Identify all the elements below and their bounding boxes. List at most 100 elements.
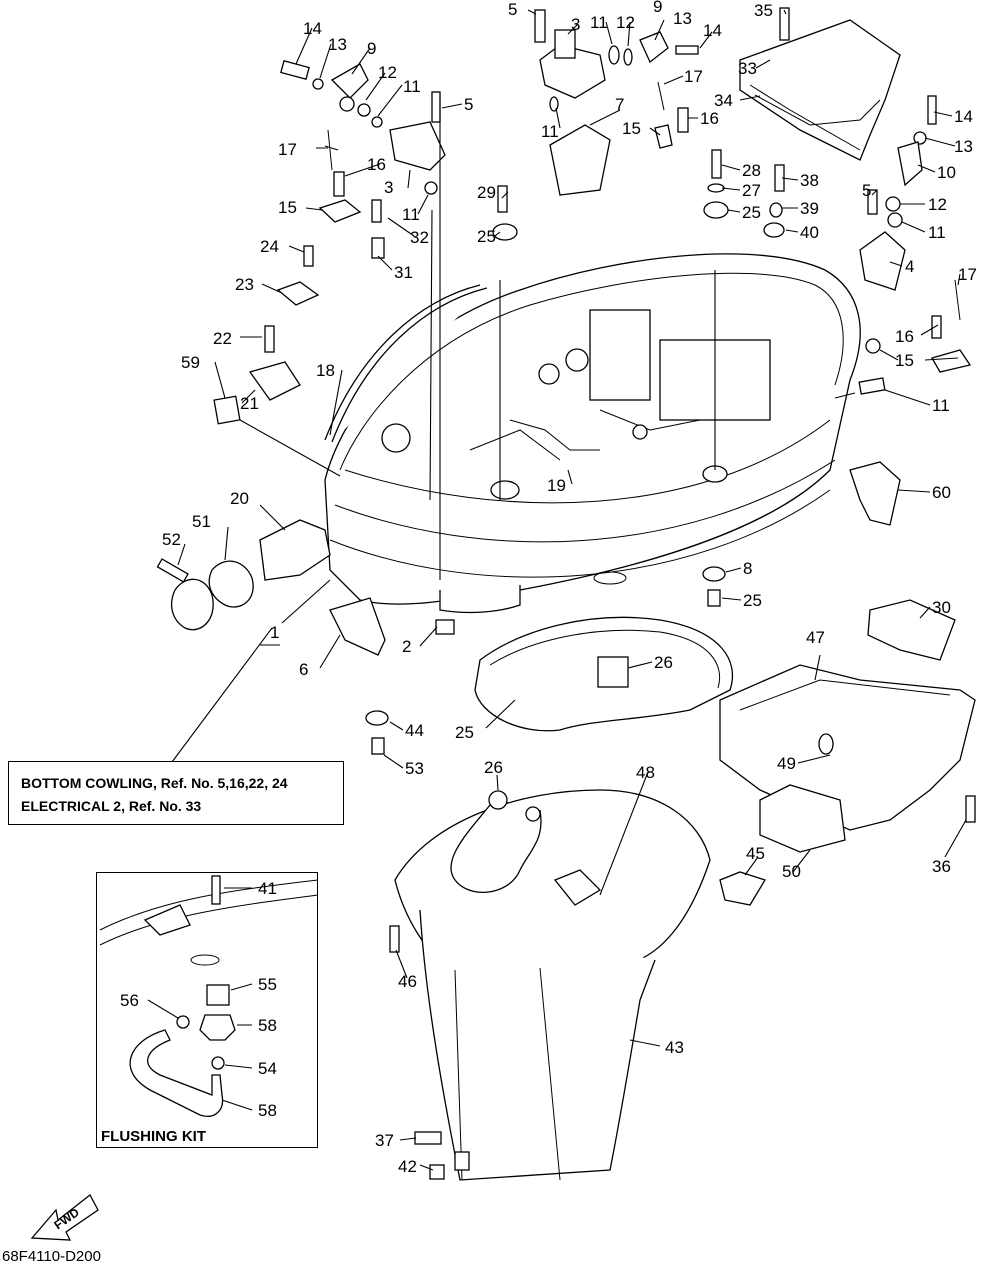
callout: 11 — [928, 223, 946, 242]
flushing-kit-box: FLUSHING KIT — [96, 872, 318, 1148]
callout: 24 — [260, 237, 279, 256]
leader-lines — [171, 9, 967, 1171]
callout: 56 — [120, 991, 139, 1010]
callout: 27 — [742, 181, 761, 200]
callout: 38 — [800, 171, 819, 190]
part-8 — [849, 461, 901, 526]
callout: 35 — [754, 1, 773, 20]
callout: 41 — [258, 879, 277, 898]
callout: 32 — [410, 228, 429, 247]
callout: 5 — [508, 0, 517, 19]
callout-labels: 14 13 9 12 11 5 17 16 3 11 15 32 31 24 2… — [120, 0, 977, 1176]
note-line-1: BOTTOM COWLING, Ref. No. 5,16,22, 24 — [21, 775, 288, 791]
callout: 18 — [316, 361, 335, 380]
callout: 36 — [932, 857, 951, 876]
callout: 12 — [378, 63, 397, 82]
callout: 9 — [653, 0, 662, 16]
callout: 47 — [806, 628, 825, 647]
callout: 17 — [278, 140, 297, 159]
callout: 11 — [590, 13, 608, 32]
callout: 20 — [230, 489, 249, 508]
callout: 4 — [905, 257, 914, 276]
callout: 54 — [258, 1059, 277, 1078]
top-right-parts — [739, 7, 972, 395]
callout: 53 — [405, 759, 424, 778]
callout: 58 — [258, 1016, 277, 1035]
callout: 6 — [299, 660, 308, 679]
callout: 3 — [384, 178, 393, 197]
callout: 34 — [714, 91, 733, 110]
callout: 14 — [703, 21, 722, 40]
callout: 14 — [303, 19, 322, 38]
callout: 25 — [455, 723, 474, 742]
callout: 9 — [367, 39, 376, 58]
fwd-arrow-icon — [30, 1194, 99, 1241]
drawing-code: 68F4110-D200 — [2, 1248, 101, 1265]
callout: 59 — [181, 353, 200, 372]
callout: 17 — [958, 265, 977, 284]
callout: 10 — [937, 163, 956, 182]
callout: 40 — [800, 223, 819, 242]
callout: 31 — [394, 263, 413, 282]
callout: 16 — [367, 155, 386, 174]
callout: 8 — [743, 559, 752, 578]
callout: 13 — [328, 35, 347, 54]
seal-18 — [324, 284, 488, 443]
callout: 13 — [954, 137, 973, 156]
callout: 11 — [541, 122, 559, 141]
callout: 16 — [700, 109, 719, 128]
flushing-kit-parts — [99, 875, 319, 1117]
callout: 60 — [932, 483, 951, 502]
callout: 5 — [464, 95, 473, 114]
callout: 25 — [477, 227, 496, 246]
middle-parts — [365, 566, 734, 755]
note-box: BOTTOM COWLING, Ref. No. 5,16,22, 24 ELE… — [8, 761, 344, 825]
callout: 25 — [743, 591, 762, 610]
callout: 28 — [742, 161, 761, 180]
callout: 58 — [258, 1101, 277, 1120]
callout: 15 — [622, 119, 641, 138]
callout: 44 — [405, 721, 424, 740]
callout: 11 — [402, 205, 420, 224]
callout: 1 — [270, 623, 279, 642]
callout: 37 — [375, 1131, 394, 1150]
callout: 3 — [571, 15, 580, 34]
callout: 39 — [800, 199, 819, 218]
right-parts — [719, 599, 976, 906]
callout: 26 — [484, 758, 503, 777]
callout: 21 — [240, 394, 259, 413]
callout: 42 — [398, 1157, 417, 1176]
callout: 14 — [954, 107, 973, 126]
callout: 26 — [654, 653, 673, 672]
callout: 33 — [738, 59, 757, 78]
callout: 2 — [402, 637, 411, 656]
callout: 52 — [162, 530, 181, 549]
callout: 50 — [782, 862, 801, 881]
callout: 15 — [278, 198, 297, 217]
callout: 16 — [895, 327, 914, 346]
left-side-parts — [156, 519, 455, 656]
callout: 7 — [615, 95, 624, 114]
top-center-parts — [492, 9, 729, 241]
callout: 13 — [673, 9, 692, 28]
callout: 30 — [932, 598, 951, 617]
upper-casing-37 — [389, 789, 711, 1181]
callout: 48 — [636, 763, 655, 782]
callout: 19 — [547, 476, 566, 495]
flushing-kit-title: FLUSHING KIT — [101, 1128, 206, 1145]
callout: 5 — [862, 181, 871, 200]
callout: 12 — [928, 195, 947, 214]
callout: 49 — [777, 754, 796, 773]
callout: 55 — [258, 975, 277, 994]
callout: 23 — [235, 275, 254, 294]
callout: 11 — [403, 77, 421, 96]
callout: 12 — [616, 13, 635, 32]
top-left-parts — [213, 60, 446, 425]
callout: 15 — [895, 351, 914, 370]
callout: 43 — [665, 1038, 684, 1057]
note-line-2: ELECTRICAL 2, Ref. No. 33 — [21, 798, 202, 814]
callout: 22 — [213, 329, 232, 348]
callout: 45 — [746, 844, 765, 863]
callout: 17 — [684, 67, 703, 86]
bottom-cowling — [324, 253, 861, 614]
